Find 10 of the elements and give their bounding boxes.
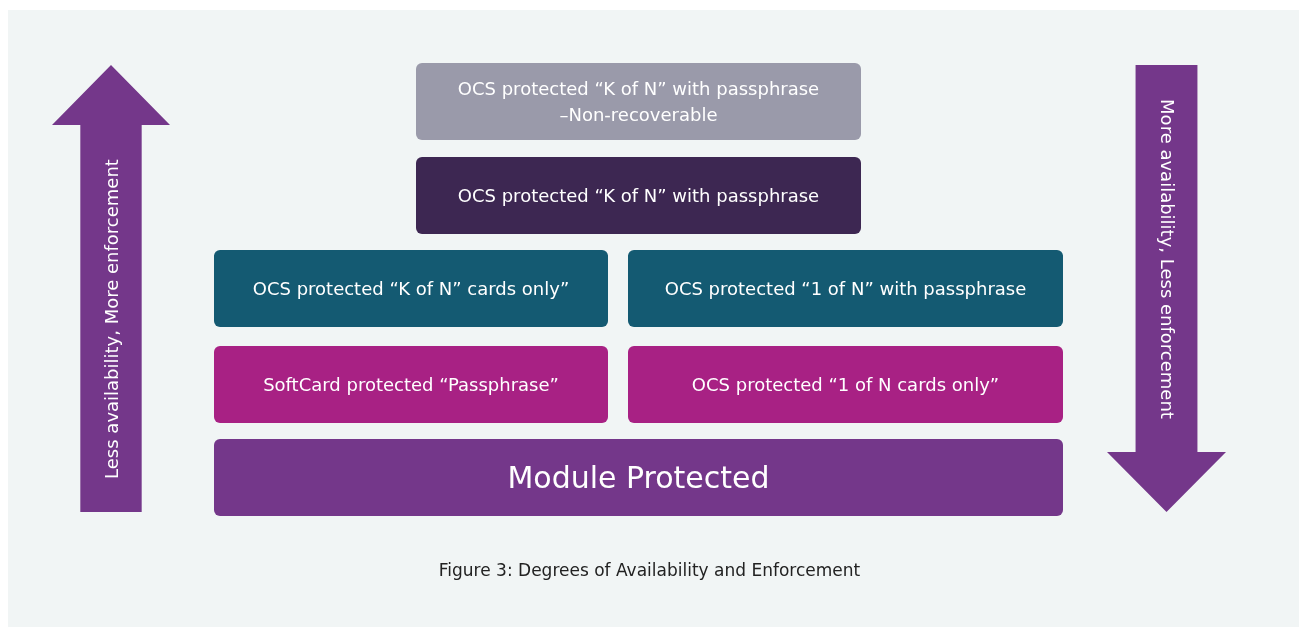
layer-box: OCS protected “K of N” with passphrase –Non-recoverable — [416, 63, 861, 140]
layer-box: OCS protected “K of N” cards only” — [214, 250, 608, 327]
layer-box: OCS protected “1 of N cards only” — [628, 346, 1063, 423]
layer-box: SoftCard protected “Passphrase” — [214, 346, 608, 423]
figure-caption: Figure 3: Degrees of Availability and Enforcement — [438, 560, 861, 580]
arrow-label: More availability, Less enforcement — [1156, 98, 1177, 419]
arrow-label: Less availability, More enforcement — [100, 158, 122, 479]
layer-box: OCS protected “K of N” with passphrase — [416, 157, 861, 234]
layer-box: Module Protected — [214, 439, 1063, 516]
layer-box: OCS protected “1 of N” with passphrase — [628, 250, 1063, 327]
